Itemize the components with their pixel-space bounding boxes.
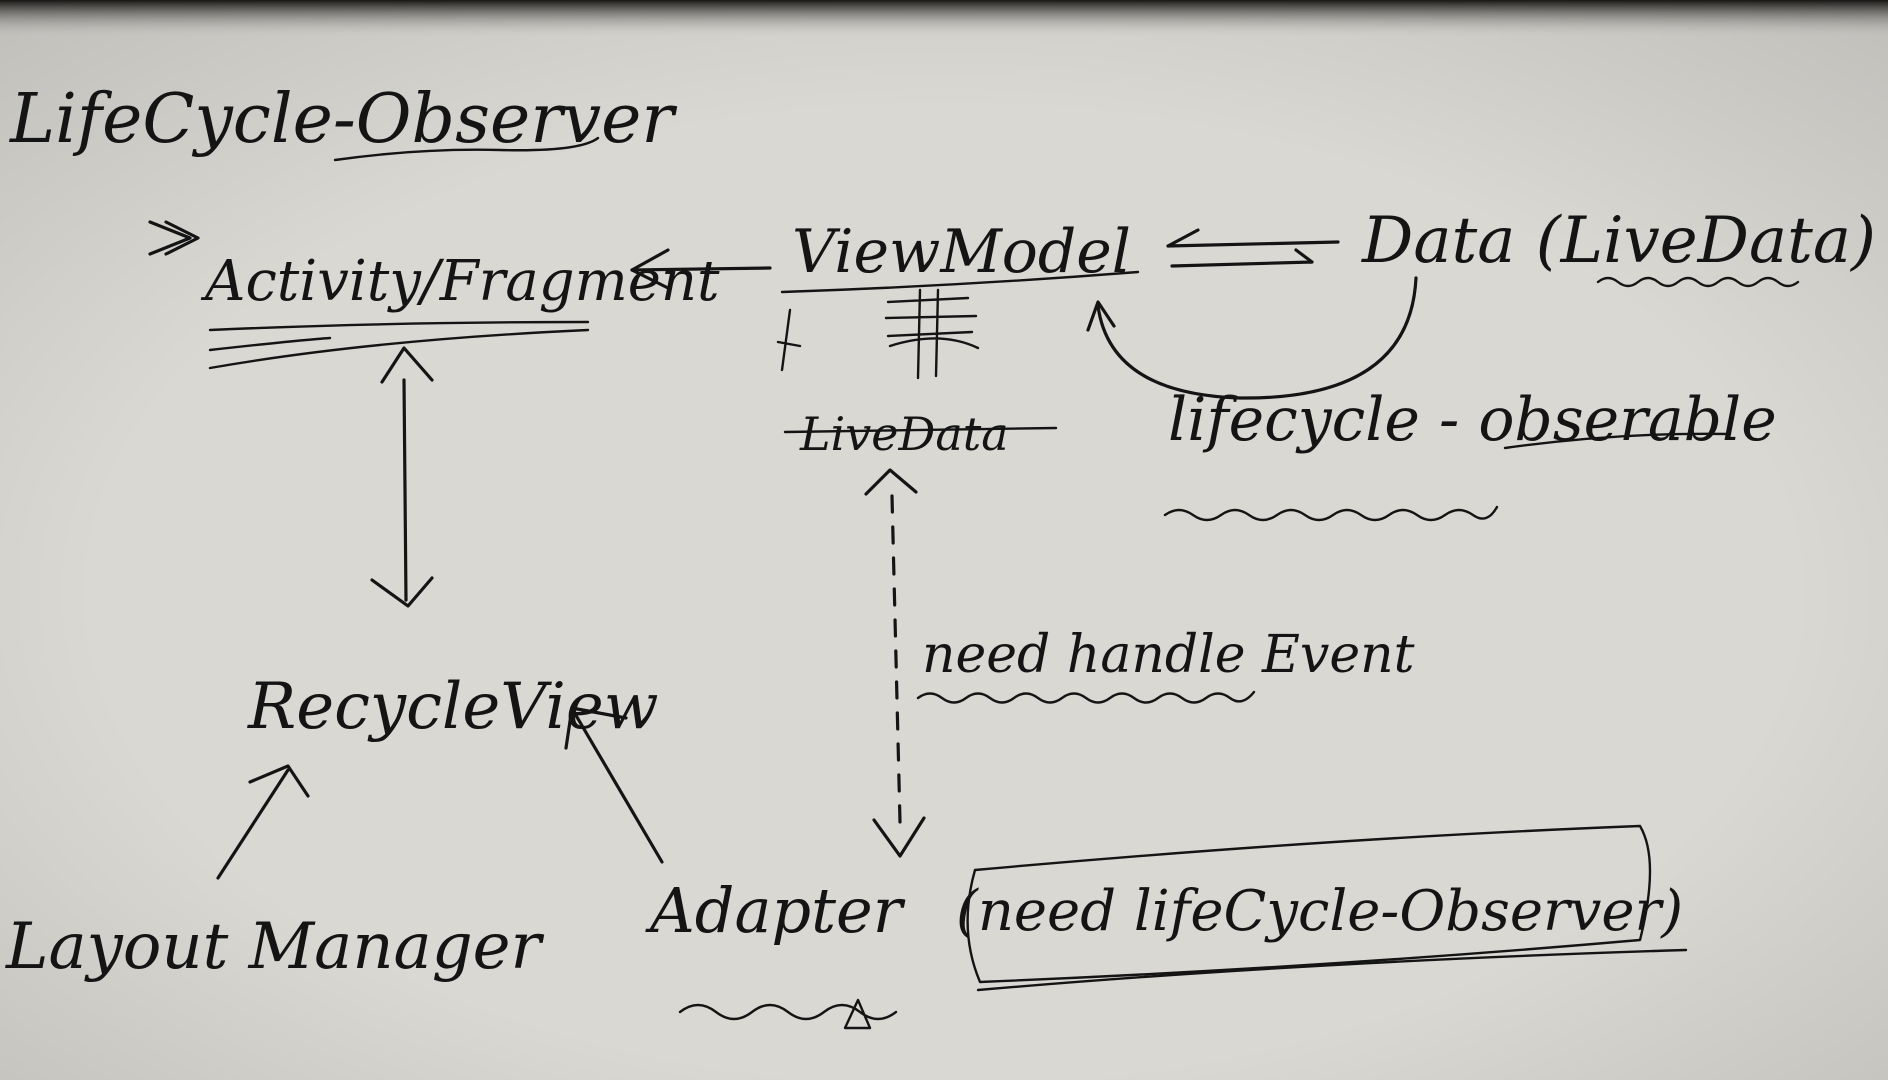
arrowhead-curve-lifecycle [1086,300,1116,332]
label-layout-manager: Layout Manager [5,910,545,984]
underline-livedata-wavy [1596,276,1800,288]
arrowhead-down-adapter [872,816,926,858]
label-lifecycle-observer: LifeCycle-Observer [8,80,677,159]
underline-observable [1503,432,1732,450]
label-lifecycle-observable: lifecycle - obserable [1168,385,1777,455]
label-activity-fragment: Activity/Fragment [200,249,720,314]
arrow-activity-recycleview [402,378,408,602]
underline-lifecycle-wavy [1163,505,1499,522]
label-need-handle-event: need handle Event [922,625,1415,685]
arrowhead-adapter-to-recycleview [564,706,628,750]
label-livedata-struck: LiveData [799,407,1009,461]
adapter-note-box [966,824,1652,984]
underline-activity-1 [208,320,590,332]
crossed-out-mark [884,288,980,380]
adapter-note-underline [976,948,1688,992]
arrowhead-down-recycleview [370,576,434,608]
underline-activity-2 [208,328,590,370]
underline-need-handle-event [916,690,1256,704]
chevron-arrow-icon [148,220,200,256]
underline-viewmodel [780,270,1140,294]
label-data-livedata: Data (LiveData) [1361,204,1876,278]
arrowhead-viewmodel-to-activity [630,248,670,290]
arrow-viewmodel-to-data [1170,248,1314,268]
label-adapter: Adapter [645,874,906,947]
arrowhead-up-activity [380,346,434,384]
arrowhead-layoutmanager-to-recycleview [248,764,310,798]
dashed-livedata-adapter [890,494,902,824]
label-adapter-note: (need lifeCycle-Observer) [956,879,1683,944]
underline-observer [333,136,600,162]
underline-adapter-wavy [678,1003,898,1021]
label-viewmodel: ViewModel [792,217,1131,287]
viewmodel-link-mark [776,308,802,372]
arrowhead-up-livedata [864,468,918,496]
curve-data-lifecycle [1096,276,1418,400]
arrow-adapter-to-recycleview [572,710,664,864]
strike-livedata [783,426,1058,434]
arrow-viewmodel-to-activity [630,266,772,272]
label-recycleview: RecycleView [247,670,658,744]
adapter-delta-mark [843,998,872,1030]
arrow-layoutmanager-to-recycleview [216,768,290,880]
arrow-data-to-viewmodel [1166,228,1340,248]
